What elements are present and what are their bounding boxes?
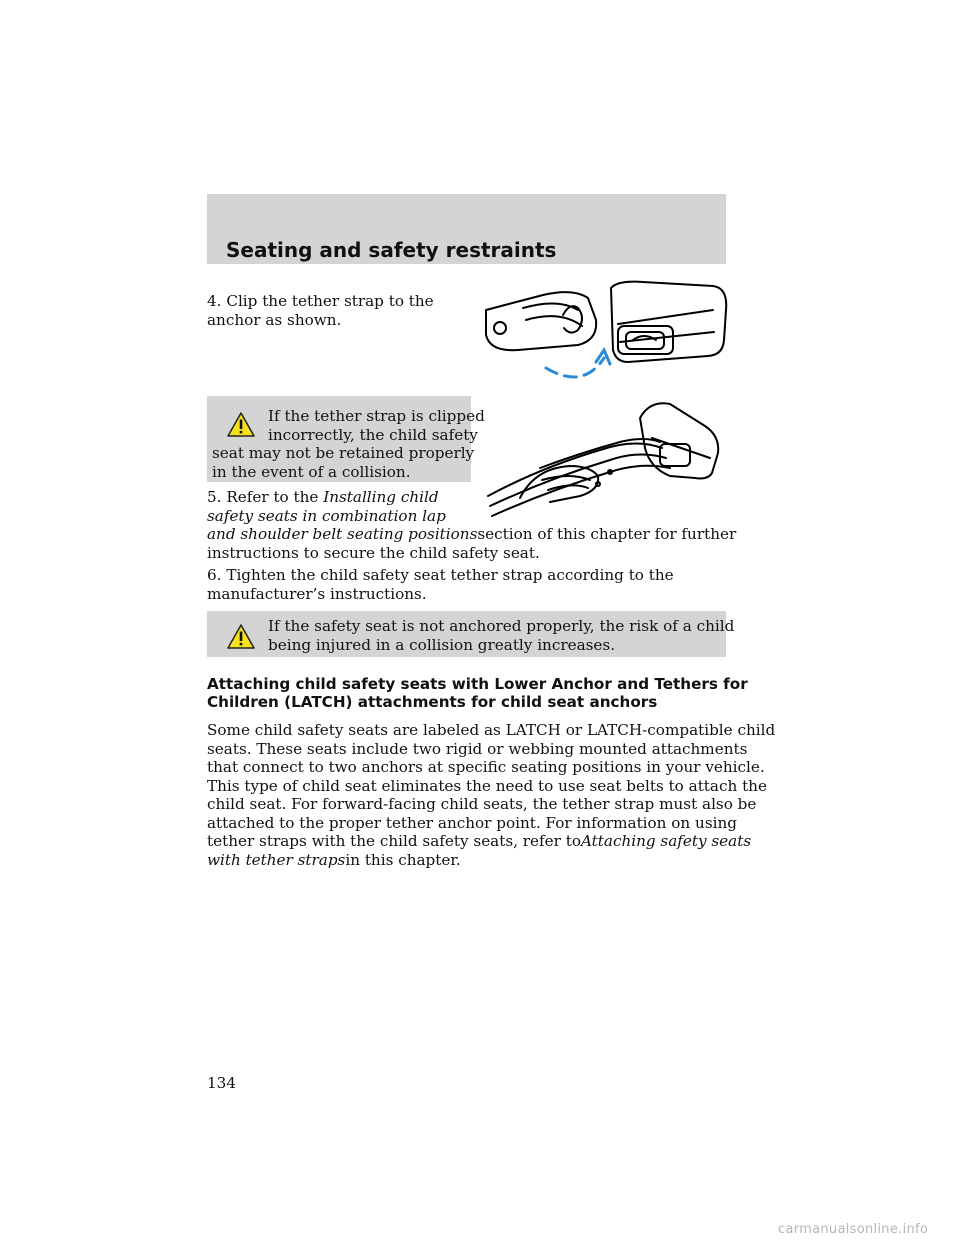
latch-body-text: Some child safety seats are labeled as L… [207, 721, 776, 869]
tether-clipping-illustration [487, 402, 720, 517]
warning-triangle-icon [227, 412, 255, 437]
latch-heading: Attaching child safety seats with Lower … [207, 675, 748, 711]
step-4-text: 4. Clip the tether strap to the anchor a… [207, 292, 434, 329]
warning-box-anchor: If the safety seat is not anchored prope… [207, 611, 734, 657]
section-title: Seating and safety restraints [226, 238, 557, 262]
step-5-text: 5. Refer to the Installing child safety … [207, 488, 737, 562]
warning-text-clip: If the tether strap is clipped incorrect… [212, 407, 485, 481]
watermark: carmanualsonline.info [778, 1222, 929, 1237]
section-header-band: Seating and safety restraints [207, 194, 726, 264]
page-number: 134 [207, 1074, 236, 1092]
step-6-text: 6. Tighten the child safety seat tether … [207, 566, 674, 603]
warning-text-anchor: If the safety seat is not anchored prope… [268, 617, 735, 654]
warning-box-clip: If the tether strap is clipped incorrect… [207, 396, 485, 482]
tether-hook-illustration [485, 280, 728, 379]
warning-triangle-icon [227, 624, 255, 649]
